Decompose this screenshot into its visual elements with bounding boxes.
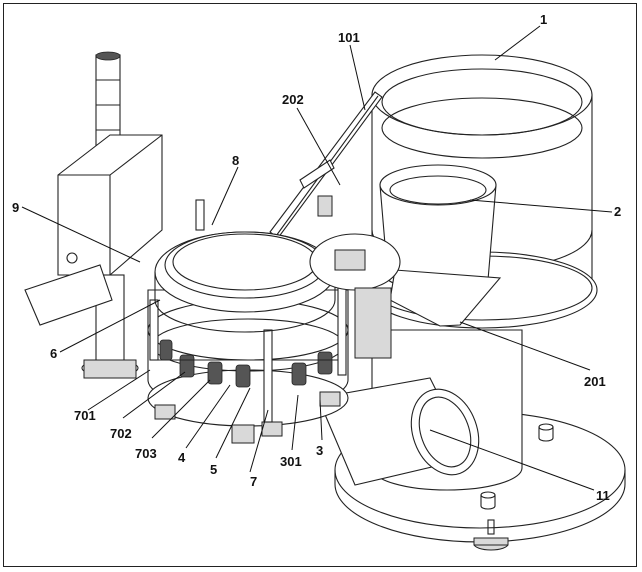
- transfer-plate: [309, 233, 401, 359]
- rotary-disc: [154, 231, 336, 333]
- control-box-pillar: [24, 264, 139, 379]
- feeding-rail: [269, 91, 383, 239]
- label-202: 202: [282, 92, 304, 107]
- control-box: [57, 134, 163, 276]
- spring-modules: [150, 339, 346, 388]
- label-11: 11: [596, 488, 610, 503]
- guide-posts: [149, 199, 347, 423]
- label-6: 6: [50, 346, 57, 361]
- label-2: 2: [614, 204, 621, 219]
- label-9: 9: [12, 200, 19, 215]
- label-701: 701: [74, 408, 96, 423]
- label-5: 5: [210, 462, 217, 477]
- label-703: 703: [135, 446, 157, 461]
- label-3: 3: [316, 443, 323, 458]
- label-702: 702: [110, 426, 132, 441]
- label-101: 101: [338, 30, 360, 45]
- leader-lines: [21, 25, 613, 491]
- leveling-foot: [473, 519, 509, 551]
- label-8: 8: [232, 153, 239, 168]
- label-4: 4: [178, 450, 186, 465]
- label-201: 201: [584, 374, 606, 389]
- turntable-feet: [154, 391, 341, 444]
- label-7: 7: [250, 474, 257, 489]
- label-301: 301: [280, 454, 302, 469]
- label-1: 1: [540, 12, 547, 27]
- callout-labels: 1 101 202 2 8 9 6 701 702 703 4 5 7 301 …: [12, 12, 621, 503]
- discharge-chute: [317, 377, 480, 486]
